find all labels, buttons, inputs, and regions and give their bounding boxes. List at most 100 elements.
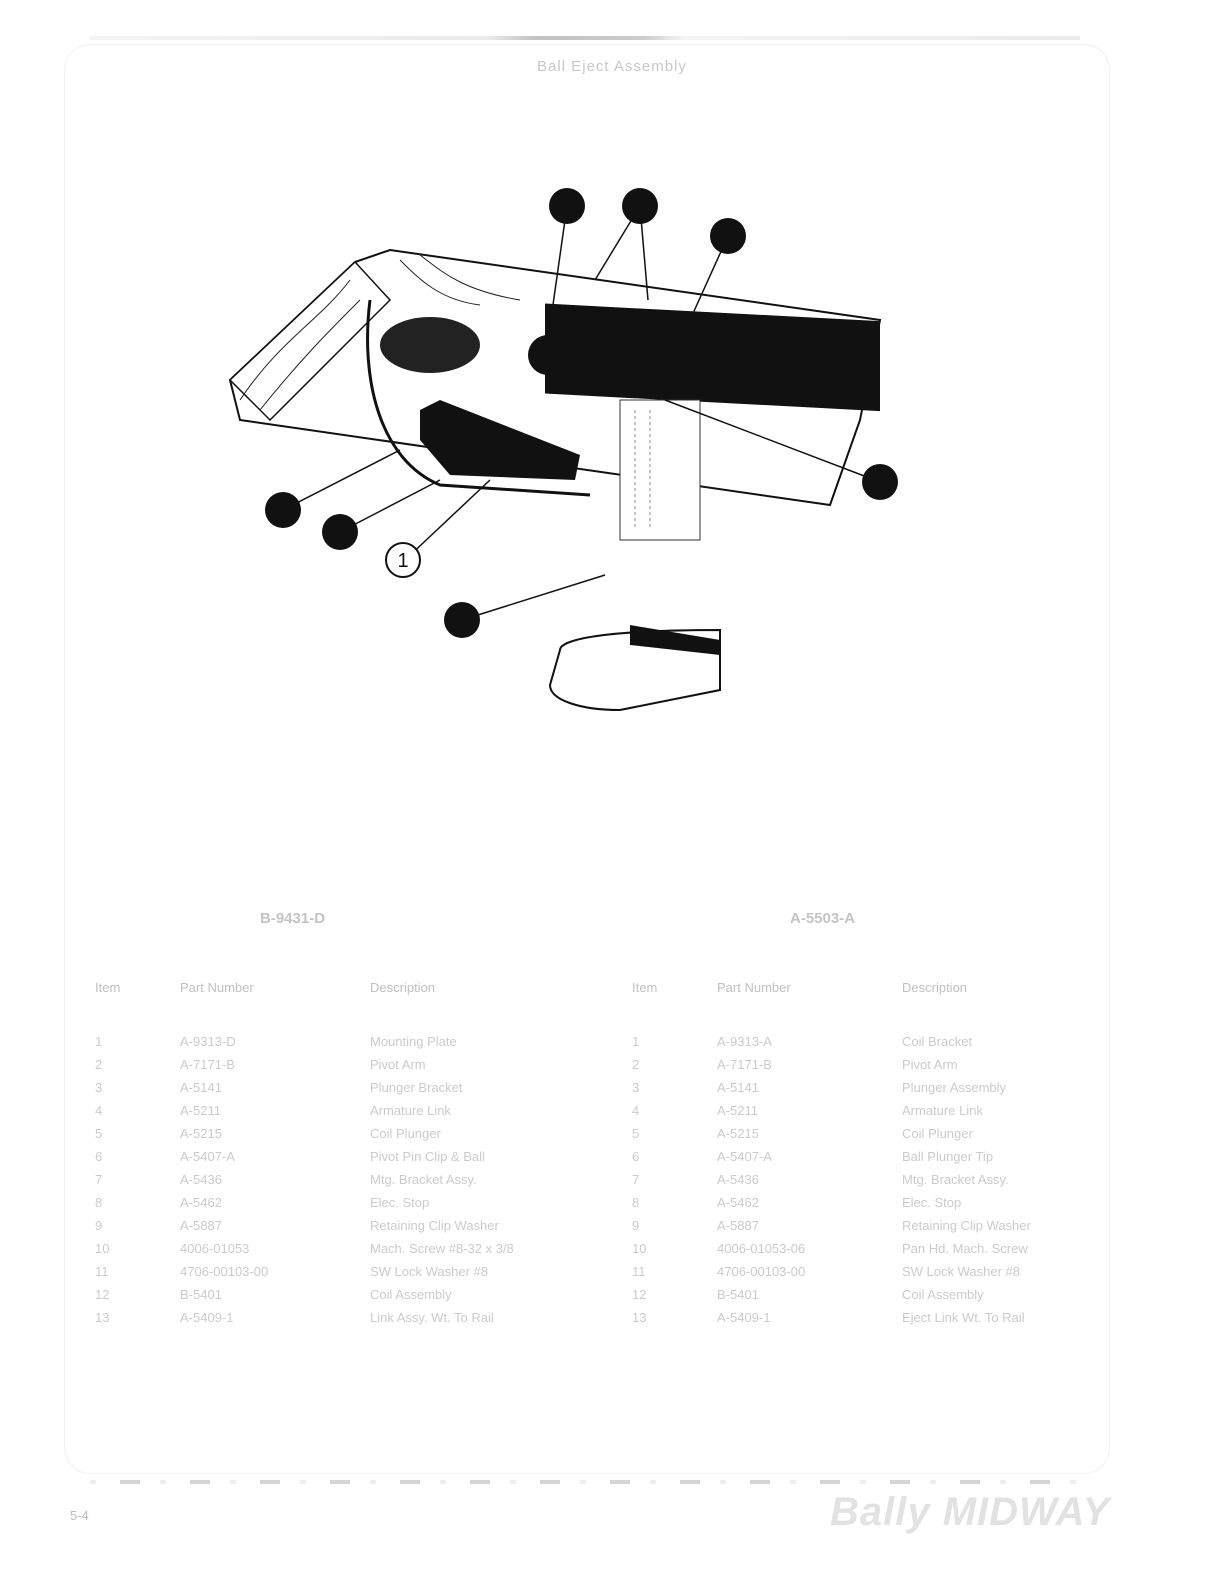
callout-markers: 1 [265,188,898,638]
right-section-heading: A-5503-A [790,910,856,927]
callout-marker [265,492,301,528]
cell-description: Retaining Clip Washer [370,1218,499,1233]
cell-item: 5 [632,1126,640,1141]
cell-description: Coil Bracket [902,1034,973,1049]
callout-label: 1 [397,550,408,572]
cell-description: Plunger Bracket [370,1080,463,1095]
callout-marker-1 [385,542,421,578]
table-row: 3 A-5141 Plunger Bracket [95,1076,514,1099]
cell-item: 3 [632,1080,640,1095]
col-description: Description [902,980,968,995]
cell-part-number: B-5401 [717,1287,759,1302]
cell-item: 7 [632,1172,640,1187]
cell-part-number: A-5141 [180,1080,222,1095]
cell-description: Elec. Stop [902,1195,962,1210]
cell-item: 8 [95,1195,103,1210]
scan-edge-bottom [90,1480,1080,1484]
cell-description: Link Assy. Wt. To Rail [370,1310,494,1325]
cell-description: Mounting Plate [370,1034,457,1049]
cell-part-number: A-5436 [717,1172,759,1187]
cell-part-number: A-5215 [717,1126,759,1141]
cell-part-number: A-7171-B [717,1057,772,1072]
cell-description: SW Lock Washer #8 [902,1264,1021,1279]
cell-item: 4 [632,1103,640,1118]
table-row: 2 A-7171-B Pivot Arm [632,1053,1031,1076]
cell-part-number: A-5141 [717,1080,759,1095]
cell-part-number: A-5407-A [717,1149,772,1164]
cell-part-number: A-5409-1 [717,1310,771,1325]
cell-item: 1 [95,1034,103,1049]
assembly-diagram: 1 [228,188,898,712]
cell-description: Mach. Screw #8-32 x 3/8 [370,1241,514,1256]
cell-description: Pivot Pin Clip & Ball [370,1149,485,1164]
cell-part-number: A-5211 [180,1103,221,1118]
table-row: 6 A-5407-A Pivot Pin Clip & Ball [95,1145,514,1168]
rail-bar [545,303,880,412]
col-item: Item [95,980,121,995]
cell-part-number: 4706-00103-00 [717,1264,806,1279]
page-frame [64,44,1110,1474]
table-row: 7 A-5436 Mtg. Bracket Assy. [632,1168,1031,1191]
cell-part-number: B-5401 [180,1287,222,1302]
callout-marker [322,514,358,550]
cell-part-number: A-9313-D [180,1034,236,1049]
cell-description: Coil Assembly [902,1287,984,1302]
cell-item: 10 [632,1241,647,1256]
cell-description: Armature Link [902,1103,983,1118]
cell-item: 7 [95,1172,103,1187]
left-parts-table: Item Part Number Description 1 A-9313-D Mo… [95,980,514,1329]
cell-part-number: A-5407-A [180,1149,235,1164]
table-row: 5 A-5215 Coil Plunger [632,1122,1031,1145]
table-row: 4 A-5211 Armature Link [632,1099,1031,1122]
cell-description: Retaining Clip Washer [902,1218,1031,1233]
cell-part-number: A-7171-B [180,1057,235,1072]
bally-midway-logo: Bally MIDWAY [830,1490,1111,1534]
cell-part-number: A-5887 [717,1218,759,1233]
table-row: 5 A-5215 Coil Plunger [95,1122,514,1145]
cell-item: 12 [95,1287,110,1302]
scan-edge-top [90,36,1080,40]
cell-description: Mtg. Bracket Assy. [902,1172,1009,1187]
col-part-number: Part Number [180,980,254,995]
callout-marker [710,218,746,254]
cell-item: 11 [632,1264,646,1279]
cell-description: Plunger Assembly [902,1080,1007,1095]
cell-part-number: A-5211 [717,1103,758,1118]
cell-part-number: A-9313-A [717,1034,772,1049]
table-row: 12 B-5401 Coil Assembly [95,1283,514,1306]
cell-part-number: A-5215 [180,1126,222,1141]
cell-item: 13 [95,1310,110,1325]
table-row: 3 A-5141 Plunger Assembly [632,1076,1031,1099]
col-description: Description [370,980,436,995]
cell-item: 6 [95,1149,103,1164]
cell-part-number: A-5462 [717,1195,759,1210]
left-section-heading: B-9431-D [260,910,326,927]
cell-item: 11 [95,1264,109,1279]
cell-item: 5 [95,1126,103,1141]
cell-item: 9 [95,1218,103,1233]
cell-description: SW Lock Washer #8 [370,1264,489,1279]
cell-part-number: 4006-01053-06 [717,1241,806,1256]
cell-description: Coil Plunger [370,1126,441,1141]
cell-description: Coil Plunger [902,1126,973,1141]
cell-part-number: A-5436 [180,1172,222,1187]
cell-description: Pivot Arm [370,1057,426,1072]
cell-item: 2 [632,1057,640,1072]
cell-description: Coil Assembly [370,1287,452,1302]
col-item: Item [632,980,658,995]
cell-item: 13 [632,1310,647,1325]
cell-description: Pivot Arm [902,1057,958,1072]
cell-description: Elec. Stop [370,1195,430,1210]
callout-marker [862,464,898,500]
callout-marker [622,188,658,224]
cell-item: 3 [95,1080,103,1095]
cell-part-number: A-5887 [180,1218,222,1233]
